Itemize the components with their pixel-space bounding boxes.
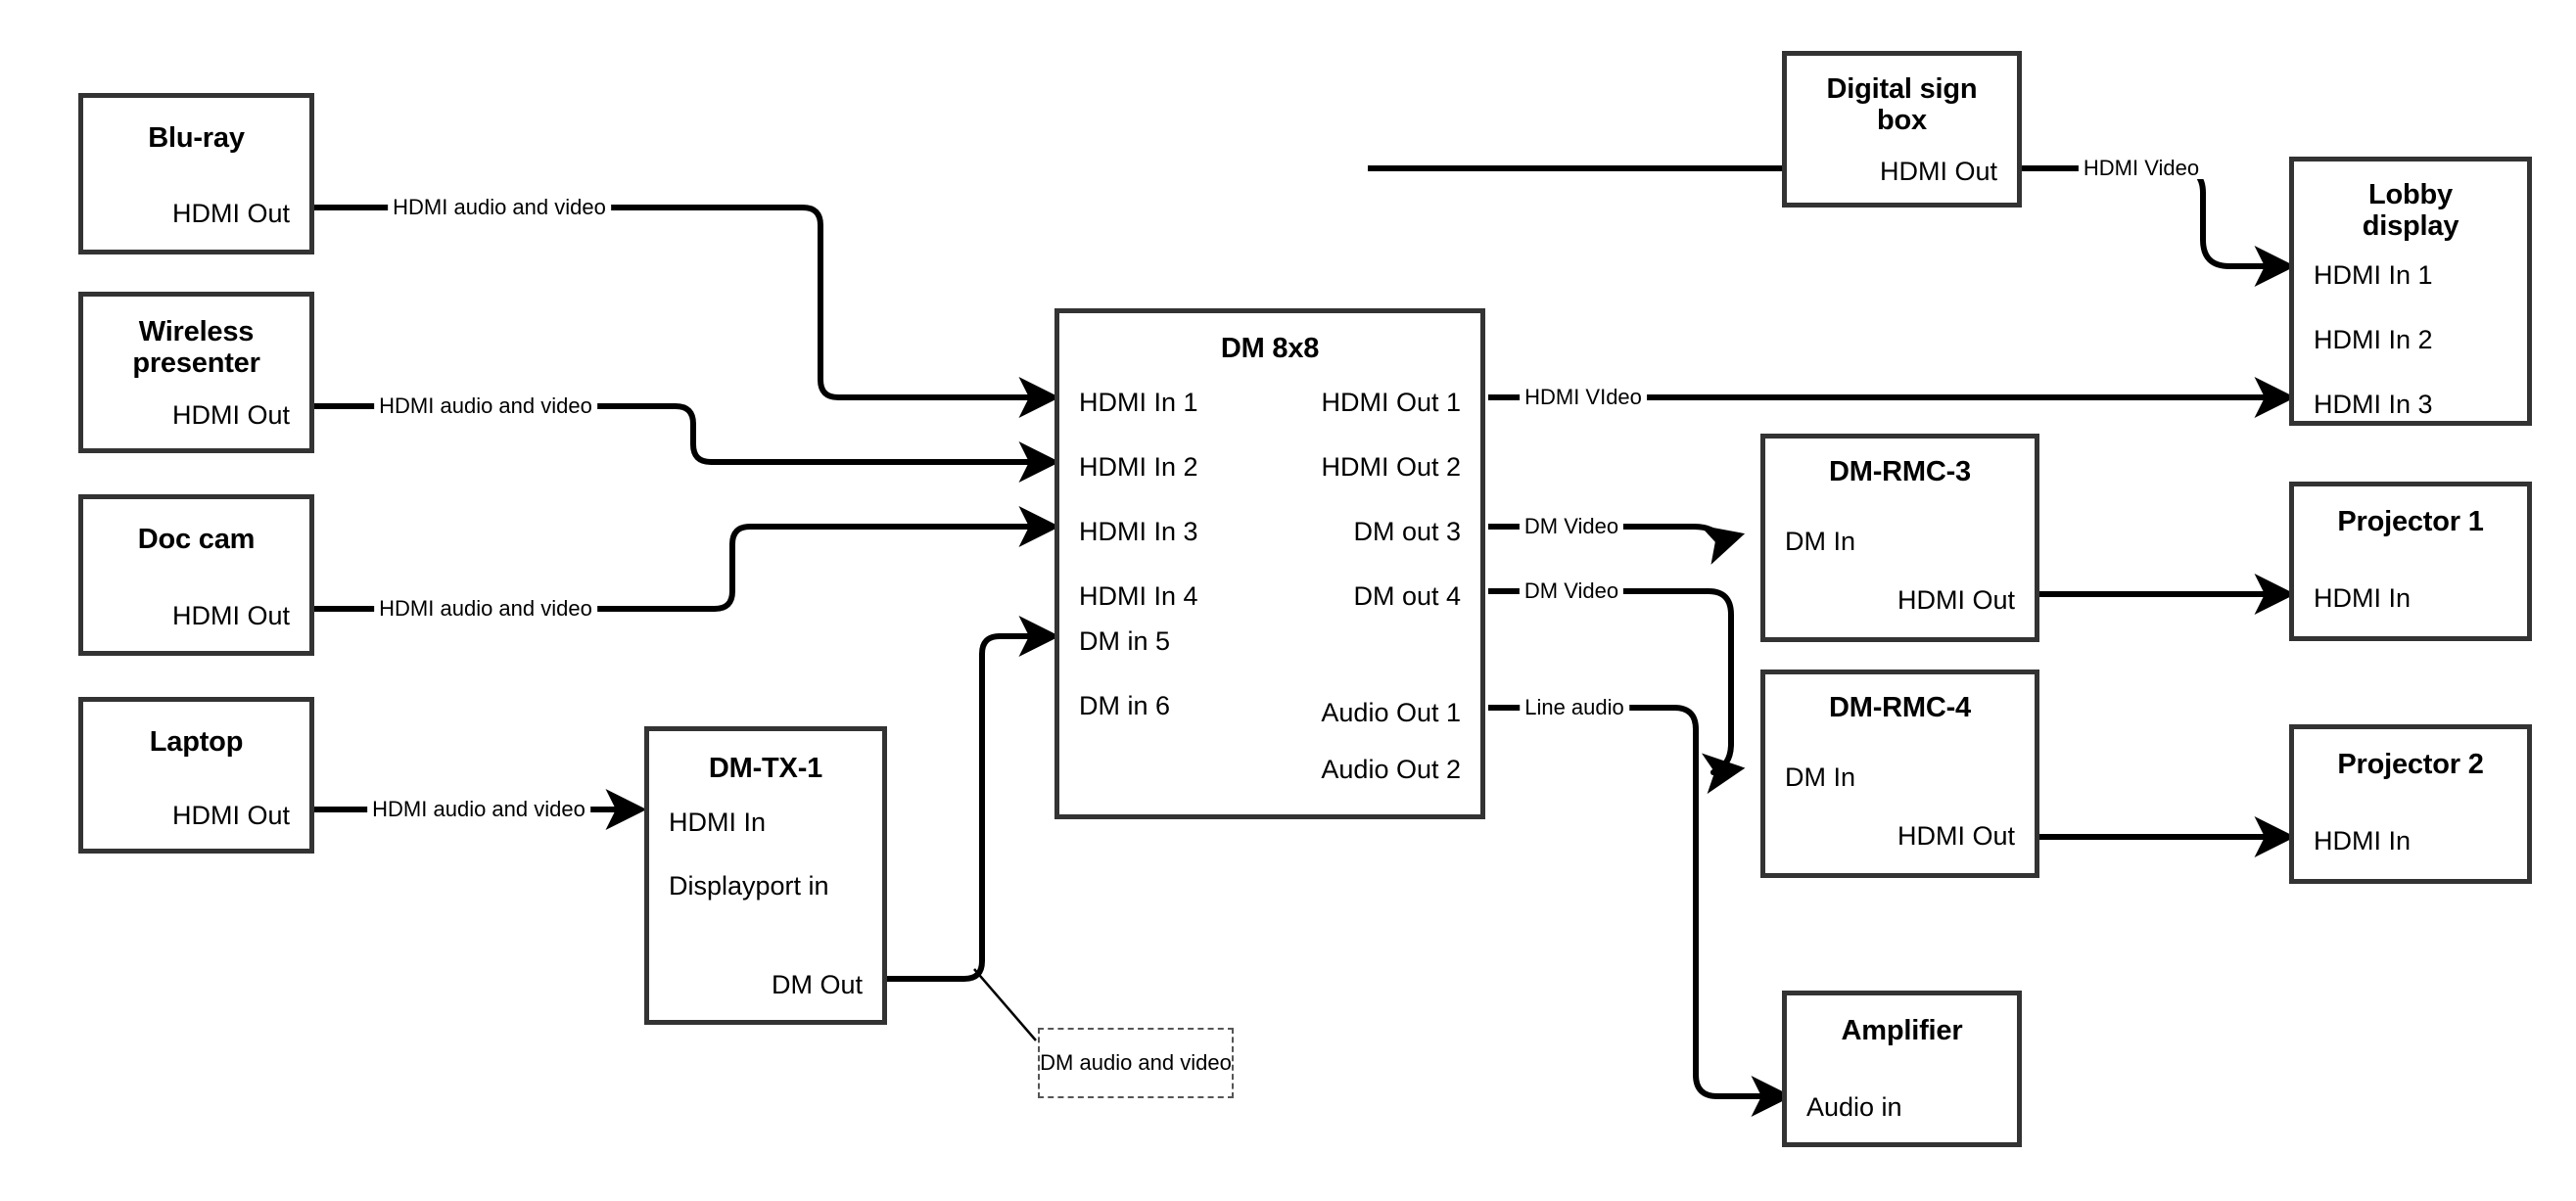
node-dm-rmc-4[interactable]: DM-RMC-4 DM In HDMI Out [1760,670,2039,878]
node-dm-rmc-3-title: DM-RMC-3 [1829,456,1971,487]
annotation-dm-audio-and-video: DM audio and video [1038,1028,1234,1098]
node-dm-8x8-port-dm-in-5: DM in 5 [1079,626,1171,656]
node-dm-rmc-3-port-dm-in: DM In [1785,527,1856,556]
node-dm-8x8-port-dm-in-6: DM in 6 [1079,691,1171,720]
edge-label-dm8x8-out3-to-rmc3: DM Video [1519,516,1624,537]
node-dm-rmc-4-title: DM-RMC-4 [1829,692,1971,723]
wire-dm8x8-aout1-to-amp [1488,705,1793,1117]
wire-bluray-to-dm8x8 [314,205,1060,418]
edge-label-bluray-to-dm8x8: HDMI audio and video [388,197,611,218]
edge-label-dm8x8-out4-to-rmc4: DM Video [1519,580,1624,602]
node-wireless-presenter-port-hdmi-out: HDMI Out [171,400,290,430]
node-digital-sign-box-title-line2: box [1877,105,1927,137]
node-bluray[interactable]: Blu-ray HDMI Out [78,93,314,254]
node-projector-2-port-hdmi-in: HDMI In [2314,826,2412,855]
edge-label-laptop-to-dmtx1: HDMI audio and video [367,799,590,820]
node-dm-rmc-3-port-hdmi-out: HDMI Out [1897,585,2015,615]
node-projector-1[interactable]: Projector 1 HDMI In [2289,482,2532,641]
node-wireless-presenter-title: Wireless presenter [83,316,309,380]
node-wireless-presenter-title-line2: presenter [132,347,260,380]
node-lobby-display[interactable]: Lobby display HDMI In 1 HDMI In 2 HDMI I… [2289,157,2532,426]
node-dm-8x8-port-hdmi-in-1: HDMI In 1 [1079,388,1198,417]
node-dm-tx-1-title: DM-TX-1 [708,753,823,784]
node-digital-sign-box-title-line1: Digital sign [1826,73,1978,105]
node-lobby-display-title-line1: Lobby [2368,179,2453,210]
node-lobby-display-port-hdmi-in-2: HDMI In 2 [2314,325,2433,354]
node-dm-8x8-port-hdmi-out-2: HDMI Out 2 [1321,452,1461,482]
node-lobby-display-title: Lobby display [2294,179,2527,243]
node-amplifier[interactable]: Amplifier Audio in [1782,991,2022,1147]
node-dm-8x8-title: DM 8x8 [1220,333,1320,364]
wire-dm8x8-out4-to-rmc4 [1488,588,1746,795]
node-dm-8x8-port-dm-out-4: DM out 4 [1353,581,1461,611]
node-lobby-display-port-hdmi-in-3: HDMI In 3 [2314,390,2433,419]
node-wireless-presenter-title-line1: Wireless [138,316,255,347]
node-bluray-title: Blu-ray [148,122,245,154]
node-doc-cam-title: Doc cam [137,524,256,555]
node-dm-rmc-4-port-dm-in: DM In [1785,762,1856,792]
edge-label-doccam-to-dm8x8: HDMI audio and video [374,598,597,620]
node-amplifier-title: Amplifier [1841,1015,1963,1046]
node-doc-cam-port-hdmi-out: HDMI Out [171,601,290,630]
edge-label-dm8x8-aout1-to-amp: Line audio [1520,697,1629,718]
node-digital-sign-box-title: Digital sign box [1787,73,2017,137]
node-dm-rmc-4-port-hdmi-out: HDMI Out [1897,821,2015,851]
node-laptop[interactable]: Laptop HDMI Out [78,697,314,854]
node-dm-tx-1-port-hdmi-in: HDMI In [669,808,767,837]
node-wireless-presenter[interactable]: Wireless presenter HDMI Out [78,292,314,453]
node-doc-cam[interactable]: Doc cam HDMI Out [78,494,314,656]
node-dm-tx-1[interactable]: DM-TX-1 HDMI In Displayport in DM Out [644,726,887,1025]
node-dm-8x8-port-hdmi-in-4: HDMI In 4 [1079,581,1198,611]
node-dm-8x8-port-dm-out-3: DM out 3 [1353,517,1461,546]
node-dm-8x8-port-audio-out-1: Audio Out 1 [1321,698,1461,727]
node-bluray-port-hdmi-out: HDMI Out [171,199,290,228]
node-dm-rmc-3[interactable]: DM-RMC-3 DM In HDMI Out [1760,434,2039,642]
node-projector-2-title: Projector 2 [2337,749,2484,780]
edge-label-dm8x8-out1-to-lobby: HDMI VIdeo [1520,387,1647,408]
node-projector-2[interactable]: Projector 2 HDMI In [2289,724,2532,884]
node-dm-8x8-port-hdmi-in-3: HDMI In 3 [1079,517,1198,546]
node-projector-1-port-hdmi-in: HDMI In [2314,583,2412,613]
node-dm-tx-1-port-dm-out: DM Out [771,970,863,999]
wire-dmtx1-to-dm8x8 [887,616,1060,982]
node-projector-1-title: Projector 1 [2337,506,2484,537]
node-lobby-display-port-hdmi-in-1: HDMI In 1 [2314,260,2433,290]
node-lobby-display-title-line2: display [2362,210,2459,243]
edge-label-wireless-to-dm8x8: HDMI audio and video [374,395,597,417]
node-dm-8x8-port-hdmi-in-2: HDMI In 2 [1079,452,1198,482]
node-dm-8x8[interactable]: DM 8x8 HDMI In 1 HDMI In 2 HDMI In 3 HDM… [1054,308,1485,819]
node-digital-sign-box[interactable]: Digital sign box HDMI Out [1782,51,2022,208]
wire-annotation-leader [973,968,1037,1041]
node-digital-sign-box-port-hdmi-out: HDMI Out [1879,157,1997,186]
node-dm-tx-1-port-displayport-in: Displayport in [669,871,829,901]
edge-label-digitalsign-to-lobby: HDMI Video [2078,158,2205,179]
node-dm-8x8-port-audio-out-2: Audio Out 2 [1321,755,1461,784]
node-laptop-title: Laptop [149,726,244,758]
node-dm-8x8-port-hdmi-out-1: HDMI Out 1 [1321,388,1461,417]
node-amplifier-port-audio-in: Audio in [1806,1092,1902,1122]
node-laptop-port-hdmi-out: HDMI Out [171,801,290,830]
